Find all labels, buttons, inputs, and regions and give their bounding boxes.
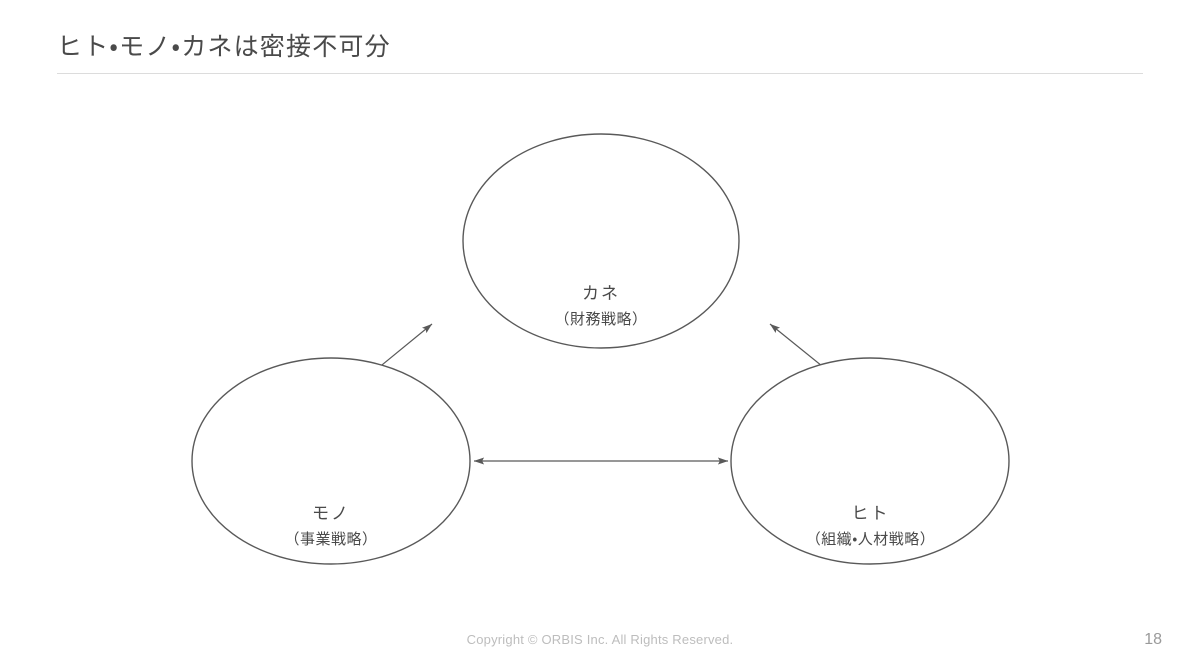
- title-divider: [57, 73, 1143, 74]
- node-shape-mono: [191, 357, 471, 565]
- node-shape-hito: [730, 357, 1010, 565]
- node-shape-kane: [462, 133, 740, 349]
- page-title: ヒト・モノ・カネは密接不可分: [57, 33, 391, 61]
- diagram-canvas: カネ （財務戦略） モノ （事業戦略） ヒト （組織・人材戦略）: [0, 74, 1200, 604]
- node-shape-group: [191, 133, 1010, 565]
- slide-header: ヒト・モノ・カネは密接不可分: [0, 0, 1200, 74]
- copyright-text: Copyright © ORBIS Inc. All Rights Reserv…: [466, 632, 734, 647]
- slide-footer: Copyright © ORBIS Inc. All Rights Reserv…: [0, 604, 1200, 667]
- page-number: 18: [1144, 631, 1162, 648]
- diagram-svg: [191, 133, 1010, 565]
